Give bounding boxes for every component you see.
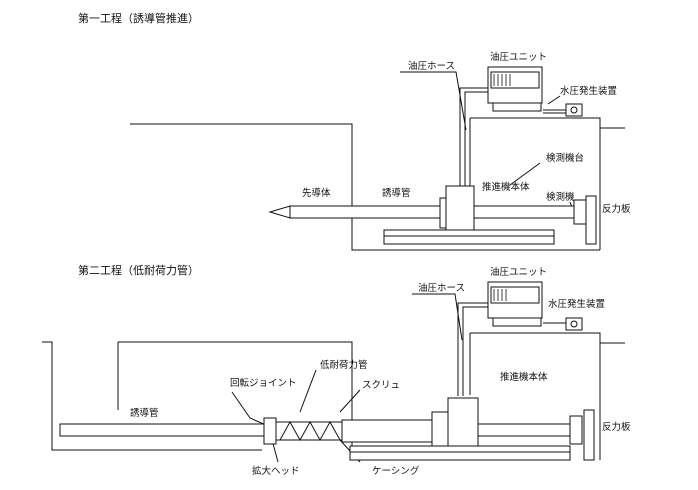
stage2-jacking-machine [447, 397, 479, 449]
stage2-label-screw: スクリュ [362, 380, 400, 391]
stage1-label-inspection-stand: 検測機台 [546, 152, 584, 164]
stage2-label-rotary-joint: 回転ジョイント [230, 378, 297, 389]
stage2-title: 第二工程（低耐荷力管） [78, 263, 199, 277]
stage1-label-reaction-plate: 反力板 [602, 203, 631, 215]
stage1-shaft-left-outline [130, 123, 600, 251]
stage1-inspection-machine [573, 199, 587, 225]
stage1-pilot-body [268, 205, 291, 219]
stage1-hose-line-a [459, 87, 488, 196]
stage1-hydraulic-unit-base [492, 102, 542, 112]
stage1-title: 第一工程（誘導管推進） [78, 11, 199, 25]
stage1-label-hydraulic-hose: 油圧ホース [408, 60, 455, 72]
stage2-label-guide-pipe: 誘導管 [130, 407, 159, 419]
stage1-label-pilot-body: 先導体 [302, 187, 331, 199]
stage2-screw [279, 420, 341, 442]
stage2-label-casing: ケーシング [372, 465, 420, 477]
stage2-shaft-left-outline [42, 341, 262, 451]
stage1-reaction-plate [585, 195, 597, 245]
stage2-label-jacking-machine: 推進機本体 [500, 371, 548, 383]
stage2-expansion-head [263, 417, 277, 445]
stage1-hose-line-b [464, 91, 488, 196]
stage1-drawing: 第一工程（誘導管推進） [78, 11, 631, 251]
stage2-guide-pipe [59, 423, 265, 437]
stage1-label-inspection-machine: 検測機 [546, 191, 575, 203]
stage1-label-guide-pipe: 誘導管 [382, 187, 411, 199]
stage1-label-jacking-machine: 推進機本体 [482, 181, 530, 193]
stage2-drawing: 第二工程（低耐荷力管） [42, 263, 631, 477]
stage1-jacking-machine [445, 185, 475, 231]
stage1-water-generator-icon [565, 103, 583, 117]
stage1-ground-surface-right [470, 117, 625, 129]
stage2-low-load-pipe [341, 419, 433, 443]
stage2-label-hydraulic-unit: 油圧ユニット [490, 266, 547, 278]
stage1-guide-pipe [289, 205, 441, 219]
stage1-label-water-generator: 水圧発生装置 [560, 85, 617, 97]
stage2-label-low-load-pipe: 低耐荷力管 [320, 359, 368, 371]
stage1-hydraulic-unit-panel [490, 71, 540, 89]
stage2-label-hydraulic-hose: 油圧ホース [418, 282, 465, 294]
stage1-label-hydraulic-unit: 油圧ユニット [490, 51, 547, 63]
stage2-ground-surface-right [470, 332, 625, 344]
stage2-label-water-generator: 水圧発生装置 [548, 298, 605, 310]
stage2-label-expansion-head: 拡大ヘッド [252, 465, 300, 477]
stage2-water-generator-icon [565, 317, 583, 331]
stage2-label-reaction-plate: 反力板 [602, 421, 631, 433]
stage2-reaction-plate [583, 409, 595, 461]
